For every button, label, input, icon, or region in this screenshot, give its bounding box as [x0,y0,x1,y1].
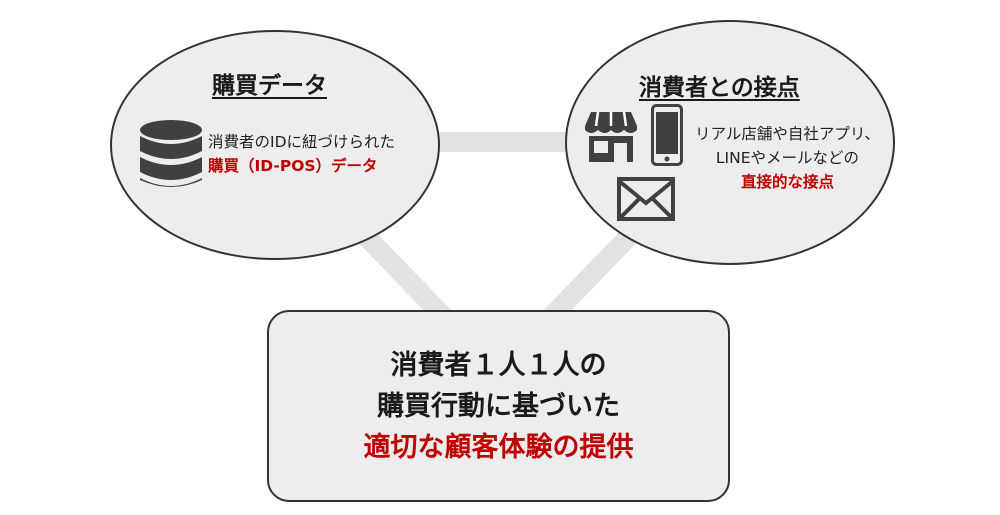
purchase-desc-line1: 消費者のIDに紐づけられた [208,133,396,151]
center-line-2: 購買行動に基づいた [377,390,620,422]
purchase-data-description: 消費者のIDに紐づけられた 購買（ID-POS）データ [208,130,395,178]
store-icon [585,112,637,162]
touch-desc-line1: リアル店舗や自社アプリ、 [695,125,880,143]
connector-purchase-center [347,218,453,325]
consumer-touchpoint-node: 消費者との接点 リアル店舗や自社アプリ、 LINEやメールなどの 直接的な接点 [565,20,895,265]
purchase-desc-highlight: 購買（ID-POS）データ [208,157,378,175]
center-line-3: 適切な顧客体験の提供 [363,431,634,463]
customer-experience-box: 消費者１人１人の 購買行動に基づいた 適切な顧客体験の提供 [267,310,730,502]
mail-icon [617,177,675,221]
database-icon [140,120,202,187]
connector-touchpoint-center [542,218,648,325]
touch-desc-line2: LINEやメールなどの [715,149,860,167]
consumer-touchpoint-description: リアル店舗や自社アプリ、 LINEやメールなどの 直接的な接点 [695,122,880,194]
smartphone-icon [651,104,683,166]
consumer-touchpoint-title: 消費者との接点 [639,75,800,101]
purchase-data-node: 購買データ 消費者のIDに紐づけられた 購買（ID-POS）データ [110,30,440,260]
center-line-1: 消費者１人１人の [390,349,607,381]
touch-desc-highlight: 直接的な接点 [740,173,834,191]
purchase-data-title: 購買データ [212,73,327,99]
